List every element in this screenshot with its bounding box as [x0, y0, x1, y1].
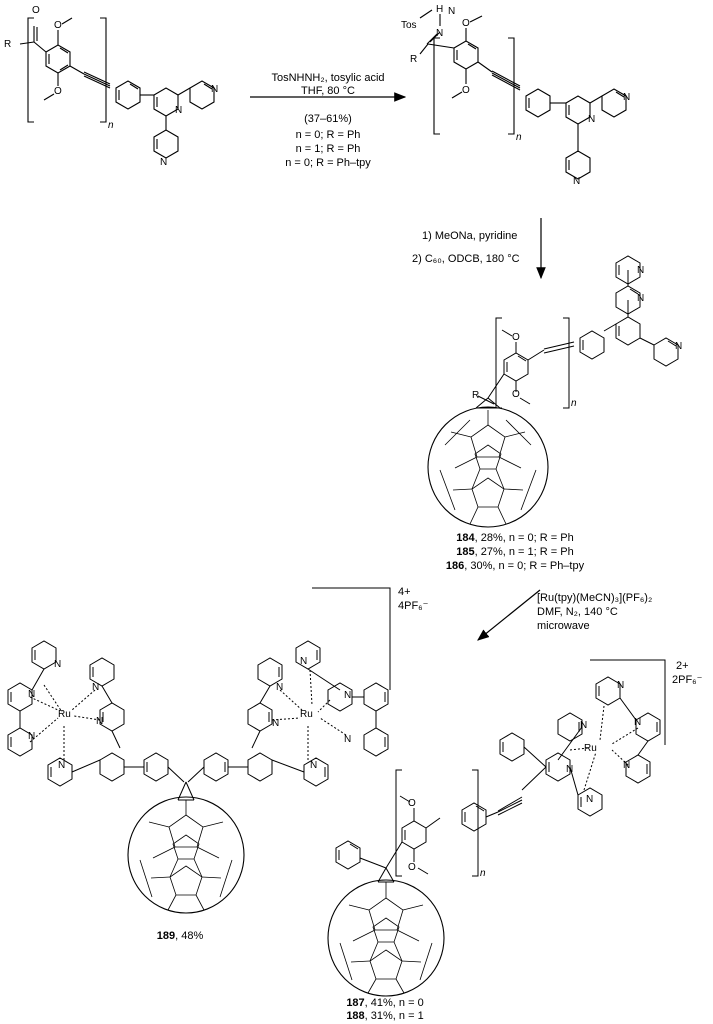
adduct-labels: R O O N N N n — [472, 265, 682, 409]
subscript-n: n — [516, 132, 522, 143]
atom-label: O — [462, 85, 470, 96]
atom-label: N — [310, 760, 317, 771]
counterion-189: 4PF₆⁻ — [398, 600, 429, 612]
atom-label: N — [300, 656, 307, 667]
step2-line2: 2) C₆₀, ODCB, 180 °C — [412, 253, 520, 265]
atom-label: R — [410, 54, 417, 65]
product-caption-189: 189, 48% — [156, 930, 204, 942]
atom-label: N — [675, 341, 682, 352]
atom-label: N — [580, 720, 587, 731]
c60-cage-189 — [127, 796, 245, 914]
subscript-n: n — [108, 120, 114, 131]
atom-label: R — [472, 390, 479, 401]
atom-label: N — [96, 716, 103, 727]
ru-label: Ru — [58, 709, 71, 720]
atom-label: N — [211, 84, 218, 95]
product-caption-187: 187, 41%, n = 0 — [346, 997, 424, 1009]
atom-label: O — [512, 389, 520, 400]
atom-label: N — [573, 176, 580, 187]
step1-yield: (37–61%) — [304, 113, 352, 125]
atom-label: N — [92, 682, 99, 693]
atom-label: N — [617, 680, 624, 691]
charge-189: 4+ — [398, 586, 411, 598]
atom-label: N — [436, 28, 443, 39]
atom-label: N — [175, 105, 182, 116]
c60-cage-187-188 — [327, 879, 445, 997]
atom-label: H — [436, 4, 443, 15]
step1-variant-1: n = 0; R = Ph — [295, 129, 361, 141]
atom-label: O — [512, 332, 520, 343]
step1-reagents: TosNHNH₂, tosylic acid — [271, 72, 385, 84]
charge-187-188: 2+ — [676, 660, 689, 672]
hydrazone-labels: H N N Tos R O O N N N n — [401, 4, 630, 187]
atom-label: N — [276, 682, 283, 693]
ru-label: Ru — [300, 709, 313, 720]
atom-label: N — [637, 293, 644, 304]
atom-label: O — [408, 798, 416, 809]
reaction-arrow-3 — [477, 589, 541, 641]
atom-label: O — [462, 18, 470, 29]
atom-label: N — [634, 717, 641, 728]
atom-label: N — [637, 265, 644, 276]
product-caption-186: 186, 30%, n = 0; R = Ph–tpy — [445, 560, 585, 572]
step1-variant-3: n = 0; R = Ph–tpy — [285, 157, 371, 169]
atom-label: N — [623, 92, 630, 103]
atom-label: N — [566, 764, 573, 775]
atom-label: N — [28, 689, 35, 700]
ru-label: Ru — [584, 743, 597, 754]
product-189-atoms: N N N N N N Ru N N N N N N Ru — [28, 656, 351, 771]
atom-label: O — [54, 20, 62, 31]
product-187-188-atoms: N N N N N N Ru O O n — [408, 680, 641, 879]
hydrazone-intermediate — [419, 9, 627, 180]
step2-line1: 1) MeONa, pyridine — [422, 230, 518, 242]
subscript-n: n — [571, 398, 577, 409]
atom-label: N — [54, 659, 61, 670]
step1-conditions: THF, 80 °C — [301, 85, 355, 97]
atom-label: N — [58, 760, 65, 771]
atom-label: O — [54, 86, 62, 97]
atom-label: N — [28, 731, 35, 742]
counterion-187-188: 2PF₆⁻ — [672, 674, 703, 686]
atom-label: O — [408, 862, 416, 873]
product-caption-184: 184, 28%, n = 0; R = Ph — [456, 532, 574, 544]
atom-label: N — [272, 718, 279, 729]
atom-label: N — [160, 157, 167, 168]
atom-label: N — [586, 794, 593, 805]
c60-cage-mid — [427, 406, 549, 528]
fullerene-adduct-184-186 — [475, 255, 679, 409]
starting-material-labels: O R O O N N N n — [4, 5, 218, 168]
starting-material — [19, 17, 215, 159]
atom-label: N — [448, 6, 455, 17]
product-187-188 — [335, 659, 666, 883]
step3-line2: DMF, N₂, 140 °C — [537, 606, 618, 618]
atom-label: R — [4, 39, 11, 50]
atom-label: N — [588, 114, 595, 125]
product-189 — [7, 587, 391, 801]
product-caption-188: 188, 31%, n = 1 — [346, 1010, 424, 1022]
atom-label: N — [623, 760, 630, 771]
atom-label: N — [344, 690, 351, 701]
atom-label: O — [32, 5, 40, 16]
step1-variant-2: n = 1; R = Ph — [295, 143, 361, 155]
product-caption-185: 185, 27%, n = 1; R = Ph — [456, 546, 574, 558]
atom-label: N — [344, 734, 351, 745]
subscript-n: n — [480, 868, 486, 879]
step3-line3: microwave — [537, 620, 590, 632]
step3-line1: [Ru(tpy)(MeCN)₃](PF₆)₂ — [537, 592, 653, 604]
tosyl-label: Tos — [401, 20, 417, 31]
